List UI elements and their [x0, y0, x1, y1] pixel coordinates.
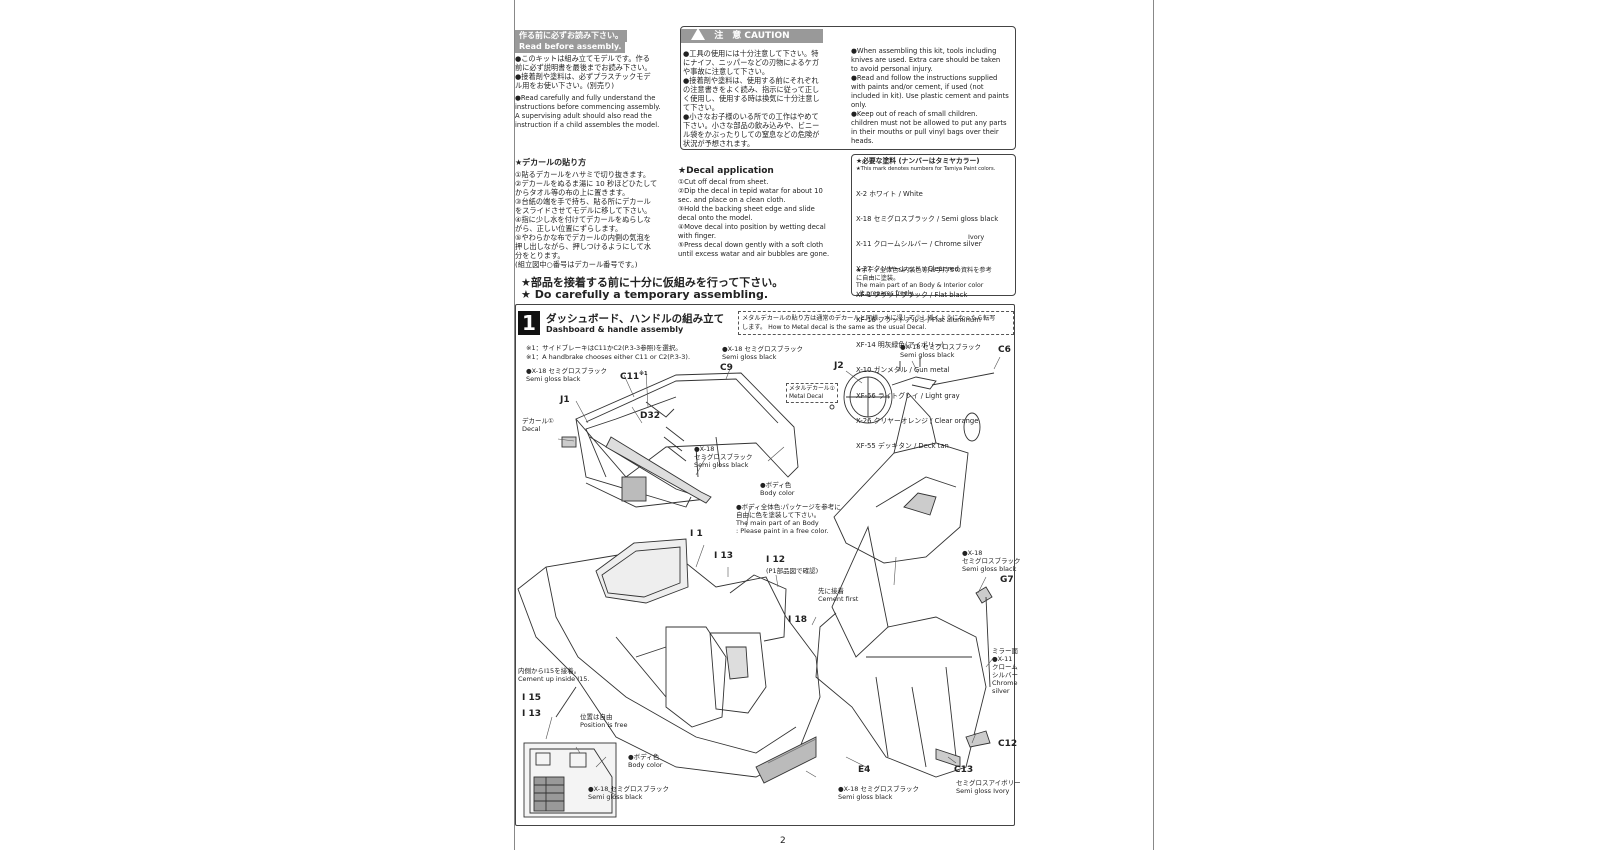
part-i13-inset: I 13 [522, 709, 542, 719]
part-c11-label: C11 [620, 372, 640, 382]
assembly-diagram [517, 357, 1001, 818]
metal-decal-label: メタルデカール① Metal Decal [789, 386, 835, 400]
position-free-label: 位置は自由 Position is free [580, 713, 628, 729]
body-note-label: ●ボディ全体色:パッケージを参考に 自由に色を塗装して下さい。 The main… [736, 503, 841, 535]
part-c11-mark: ※1 [639, 371, 648, 377]
paint-label: ●X-18 セミグロスブラック Semi gloss black [962, 549, 1021, 573]
paint-item: X-11 クロームシルバー / Chrome silver [856, 240, 982, 249]
decal-label: デカール① Decal [522, 417, 554, 433]
read-before-en: ●Read carefully and fully understand the… [515, 94, 661, 129]
paints-note: ★This mark denotes numbers for Tamiya Pa… [856, 166, 996, 172]
dashboard-drawing [561, 372, 799, 508]
ivory-label: セミグロスアイボリー Semi gloss Ivory [956, 779, 1021, 795]
part-c12: C12 [998, 739, 1018, 749]
paint-label: ●X-18 セミグロスブラック Semi gloss black [694, 445, 753, 469]
part-i18: I 18 [788, 615, 808, 625]
caution-en: ●When assembling this kit, tools includi… [851, 47, 1009, 145]
part-j2: J2 [834, 361, 844, 371]
right-cockpit-drawing [815, 392, 993, 778]
paint-label: ●X-18 セミグロスブラック Semi gloss black [900, 343, 981, 359]
instruction-page: 作る前に必ずお読み下さい。 Read before assembly. ●このキ… [514, 0, 1154, 850]
caution-header: 注 意 CAUTION [681, 28, 823, 43]
paint-item: X-18 セミグロスブラック / Semi gloss black [856, 215, 999, 224]
temp-assembly-en: ★ Do carefully a temporary assembling. [521, 288, 769, 301]
decal-en-body: ①Cut off decal from sheet. ②Dip the deca… [678, 178, 830, 258]
metal-decal-box: メタルデカール① Metal Decal [786, 383, 838, 403]
body-color-label: ●ボディ色 Body color [628, 753, 663, 769]
part-g7: G7 [1000, 575, 1014, 585]
caution-jp: ●工具の使用には十分注意して下さい。特 にナイフ、ニッパーなどの刃物によるケガ … [683, 49, 820, 148]
note1-jp: ※1：サイドブレーキはC11かC2(P.3-3参照)を選択。 [526, 344, 682, 352]
part-c11: C11※1 [620, 371, 647, 382]
paints-title: ★必要な塗料 (ナンバーはタミヤカラー) [856, 157, 980, 165]
part-j1: J1 [560, 395, 570, 405]
decal-en-title: ★Decal application [678, 166, 774, 176]
part-i13: I 13 [714, 551, 734, 561]
paints-body-note: ★ボディ全体色&内装色等/お手持ちの資料を参考 に自由に塗装。 The main… [856, 267, 992, 297]
part-c6: C6 [998, 345, 1011, 355]
paint-item: XF-16 フラットアルミ / Flat aluminum [856, 315, 981, 324]
steering-drawing [829, 357, 995, 424]
metal-decal-note: メタルデカールの貼り方は通常のデカールと同様、水に浸して少し緩くようになったら転… [738, 311, 1014, 335]
read-before-title-jp: 作る前に必ずお読み下さい。 [515, 30, 627, 42]
decal-jp-title: ★デカールの貼り方 [515, 158, 587, 167]
part-i1: I 1 [690, 529, 703, 539]
paints-box: ★必要な塗料 (ナンバーはタミヤカラー) ★This mark denotes … [851, 154, 1016, 450]
caution-box: 注 意 CAUTION ●工具の使用には十分注意して下さい。特 にナイフ、ニッパ… [680, 26, 1016, 150]
cement-inside-label: 内側からI15を接着。 Cement up inside I15. [518, 667, 590, 683]
paint-item: XF-55 デッキタン / Deck tan [856, 442, 949, 450]
metal-decal-note-text: メタルデカールの貼り方は通常のデカールと同様、水に浸して少し緩くようになったら転… [742, 315, 996, 331]
paint-item: XF-1 フラットブラック / Flat black [856, 290, 968, 299]
door-inset-drawing [523, 742, 617, 818]
paint-item: XF-14 明灰緑色(アイボリー) [856, 341, 944, 350]
part-e4: E4 [858, 765, 871, 775]
temp-assembly-jp: ★部品を接着する前に十分に仮組みを行って下さい。 [521, 276, 784, 289]
mirror-label: ミラー面 ●X-11 クローム シルバー Chrome silver [992, 647, 1018, 695]
body-tub-drawing [517, 538, 821, 784]
read-before-box: 作る前に必ずお読み下さい。 Read before assembly. ●このキ… [515, 24, 675, 134]
paint-item: X-2 ホワイト / White [856, 189, 923, 198]
part-i15: I 15 [522, 693, 542, 703]
paint-label: ●X-18 セミグロスブラック Semi gloss black [838, 785, 919, 801]
paint-item: X-10 ガンメタル / Gun metal [856, 366, 950, 375]
warning-icon [691, 28, 705, 40]
caution-title: 注 意 CAUTION [714, 31, 790, 41]
paint-item: X-27 クリヤーレッド / Clear red [856, 265, 959, 274]
part-d32: D32 [640, 411, 660, 421]
step-title-jp: ダッシュボード、ハンドルの組み立て [546, 313, 725, 325]
part-c13: C13 [954, 765, 974, 775]
read-before-title-en: Read before assembly. [515, 41, 626, 53]
paint-label: ●X-18 セミグロスブラック Semi gloss black [588, 785, 669, 801]
step-number: 1 [518, 311, 540, 335]
part-i12: I 12 [766, 555, 786, 565]
paints-list: X-2 ホワイト / White X-18 セミグロスブラック / Semi g… [856, 173, 998, 467]
paint-label: ●X-18 セミグロスブラック Semi gloss black [526, 367, 607, 383]
step-title-en: Dashboard & handle assembly [546, 325, 684, 334]
read-before-jp: ●このキットは組み立てモデルです。作る 前に必ず説明書を最後までお読み下さい。 … [515, 54, 652, 90]
cement-first-label: 先に接着 Cement first [818, 587, 859, 603]
step-1-box: 1 ダッシュボード、ハンドルの組み立て Dashboard & handle a… [515, 304, 1021, 826]
paints-ivory: Ivory [968, 233, 985, 241]
paint-item: XF-66 ライトグレイ / Light gray [856, 391, 960, 400]
body-color-label: ●ボディ色 Body color [760, 481, 795, 497]
paint-label: ●X-18 セミグロスブラック Semi gloss black [722, 345, 803, 361]
leader-lines [545, 357, 1001, 796]
page-number: 2 [780, 836, 786, 846]
note1-en: ※1：A handbrake chooses either C11 or C2(… [526, 353, 691, 361]
part-c9: C9 [720, 363, 733, 373]
i12-note: (P1部品図で確認) [766, 567, 819, 575]
decal-jp-body: ①貼るデカールをハサミで切り抜きます。 ②デカールをぬるま湯に 10 秒ほどひた… [515, 170, 658, 269]
